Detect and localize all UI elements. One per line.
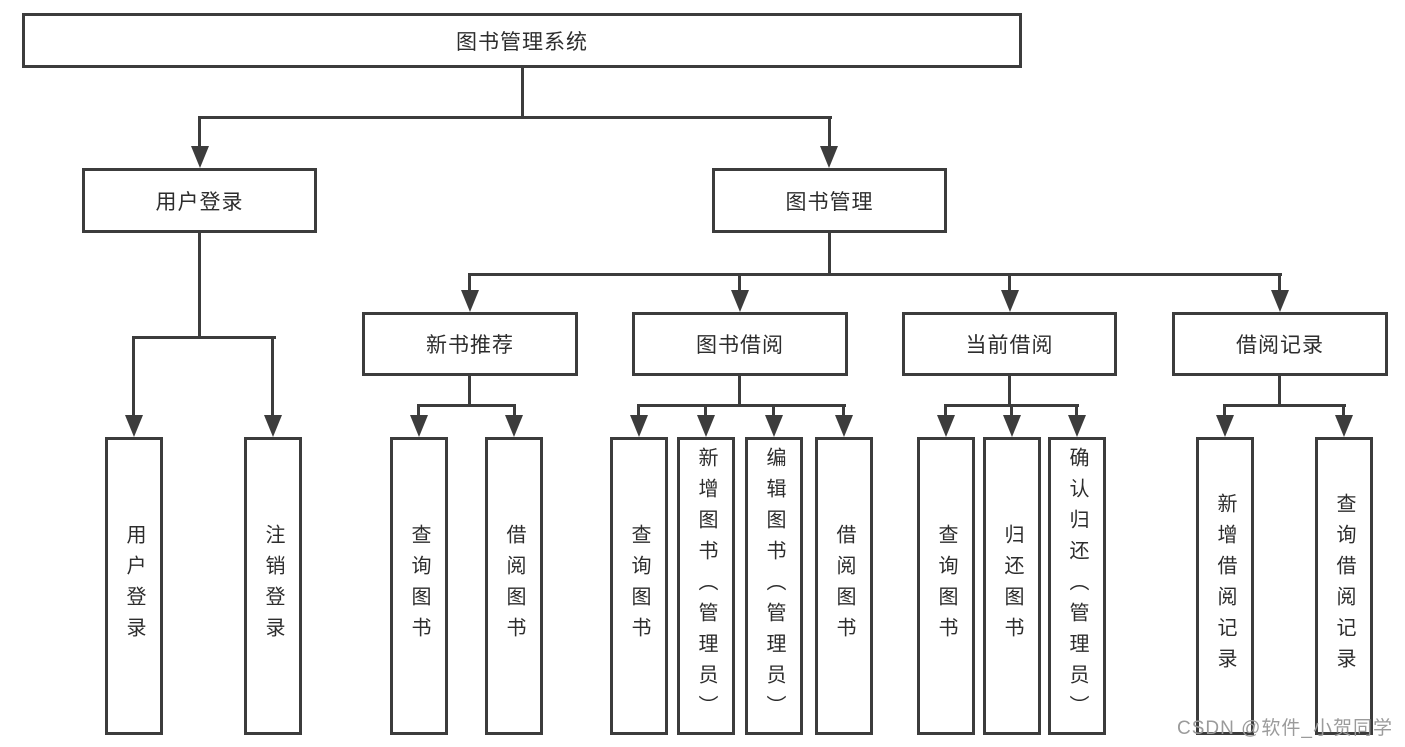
connector-line [417,404,516,407]
leaf-borrow-books-borrowing: 借阅图书 [815,437,873,735]
arrow-down-icon [1271,290,1289,312]
connector-line [828,116,831,148]
leaf-logout: 注销登录 [244,437,302,735]
arrow-down-icon [125,415,143,437]
connector-line [1342,404,1345,417]
connector-line [1223,404,1346,407]
node-book-management-label: 图书管理 [785,190,874,214]
leaf-edit-book-admin-label: 编辑图书（管理员） [763,446,785,726]
connector-line [1278,376,1281,407]
arrow-down-icon [731,290,749,312]
connector-line [828,233,831,276]
connector-line [637,404,846,407]
connector-line [704,404,707,417]
connector-line [1010,404,1013,417]
connector-line [132,336,276,339]
arrow-down-icon [410,415,428,437]
leaf-confirm-return-admin: 确认归还（管理员） [1048,437,1106,735]
arrow-down-icon [1068,415,1086,437]
connector-line [513,404,516,417]
connector-line [468,376,471,407]
connector-line [1008,273,1011,292]
connector-line [637,404,640,417]
arrow-down-icon [697,415,715,437]
node-user-login-branch-label: 用户登录 [155,190,244,214]
arrow-down-icon [820,146,838,168]
node-book-borrowing: 图书借阅 [632,312,848,376]
node-root: 图书管理系统 [22,13,1022,68]
connector-line [1075,404,1078,417]
leaf-borrow-books-borrowing-label: 借阅图书 [833,524,855,648]
leaf-borrow-books-recommend: 借阅图书 [485,437,543,735]
leaf-query-borrow-record-label: 查询借阅记录 [1333,493,1355,679]
leaf-query-books-borrowing: 查询图书 [610,437,668,735]
connector-line [944,404,947,417]
arrow-down-icon [835,415,853,437]
connector-line [198,116,201,148]
leaf-user-login-label: 用户登录 [123,524,145,648]
leaf-query-books-recommend-label: 查询图书 [408,524,430,648]
node-borrowing-records: 借阅记录 [1172,312,1388,376]
arrow-down-icon [937,415,955,437]
connector-line [842,404,845,417]
leaf-add-borrow-record-label: 新增借阅记录 [1214,493,1236,679]
leaf-add-book-admin: 新增图书（管理员） [677,437,735,735]
arrow-down-icon [630,415,648,437]
connector-line [271,336,274,417]
connector-line [132,336,135,417]
leaf-borrow-books-recommend-label: 借阅图书 [503,524,525,648]
node-user-login-branch: 用户登录 [82,168,317,233]
node-book-borrowing-label: 图书借阅 [696,334,784,357]
leaf-return-books-label: 归还图书 [1001,524,1023,648]
node-root-label: 图书管理系统 [456,30,588,54]
connector-line [1278,273,1281,292]
leaf-logout-label: 注销登录 [262,524,284,648]
leaf-edit-book-admin: 编辑图书（管理员） [745,437,803,735]
connector-line [198,233,201,339]
leaf-user-login: 用户登录 [105,437,163,735]
arrow-down-icon [1216,415,1234,437]
connector-line [738,273,741,292]
arrow-down-icon [264,415,282,437]
leaf-query-books-current: 查询图书 [917,437,975,735]
node-new-book-recommend: 新书推荐 [362,312,578,376]
connector-line [521,68,524,119]
connector-line [198,116,832,119]
leaf-return-books: 归还图书 [983,437,1041,735]
connector-line [468,273,1282,276]
node-current-borrowing-label: 当前借阅 [965,334,1054,357]
node-current-borrowing: 当前借阅 [902,312,1117,376]
leaf-query-books-borrowing-label: 查询图书 [628,524,650,648]
node-new-book-recommend-label: 新书推荐 [426,334,514,357]
arrow-down-icon [765,415,783,437]
arrow-down-icon [1003,415,1021,437]
leaf-query-books-recommend: 查询图书 [390,437,448,735]
connector-line [1008,376,1011,407]
arrow-down-icon [1001,290,1019,312]
connector-line [1223,404,1226,417]
connector-line [468,273,471,292]
arrow-down-icon [505,415,523,437]
connector-line [772,404,775,417]
arrow-down-icon [461,290,479,312]
leaf-confirm-return-admin-label: 确认归还（管理员） [1066,446,1088,726]
connector-line [738,376,741,407]
leaf-add-book-admin-label: 新增图书（管理员） [695,446,717,726]
watermark: CSDN @软件_小贺同学 [1177,718,1393,739]
leaf-query-borrow-record: 查询借阅记录 [1315,437,1373,735]
leaf-query-books-current-label: 查询图书 [935,524,957,648]
arrow-down-icon [191,146,209,168]
node-borrowing-records-label: 借阅记录 [1236,334,1324,357]
connector-line [417,404,420,417]
node-book-management: 图书管理 [712,168,947,233]
leaf-add-borrow-record: 新增借阅记录 [1196,437,1254,735]
arrow-down-icon [1335,415,1353,437]
